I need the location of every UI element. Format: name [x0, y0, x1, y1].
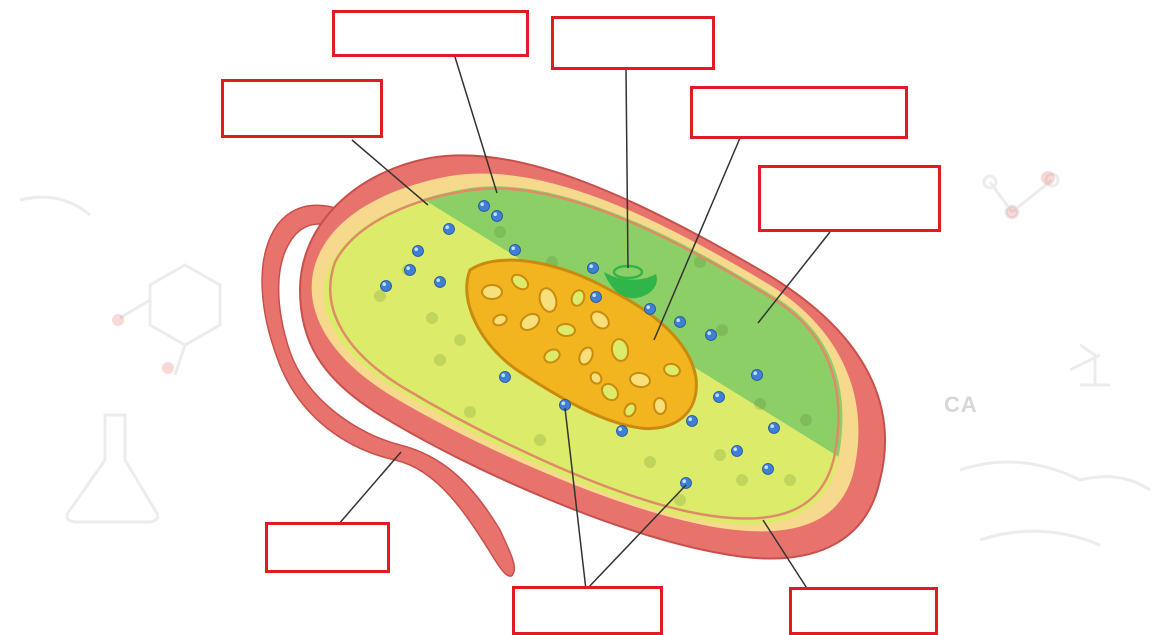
- label-box-bottom-center[interactable]: [512, 586, 663, 635]
- label-box-bottom-left[interactable]: [265, 522, 390, 573]
- label-box-top-left[interactable]: [221, 79, 383, 138]
- label-box-top-center-left[interactable]: [332, 10, 529, 57]
- leader-line-bottom-left: [338, 452, 401, 525]
- label-box-top-right[interactable]: [690, 86, 908, 139]
- label-box-right[interactable]: [758, 165, 941, 232]
- label-box-top-center[interactable]: [551, 16, 715, 70]
- label-box-bottom-right[interactable]: [789, 587, 938, 635]
